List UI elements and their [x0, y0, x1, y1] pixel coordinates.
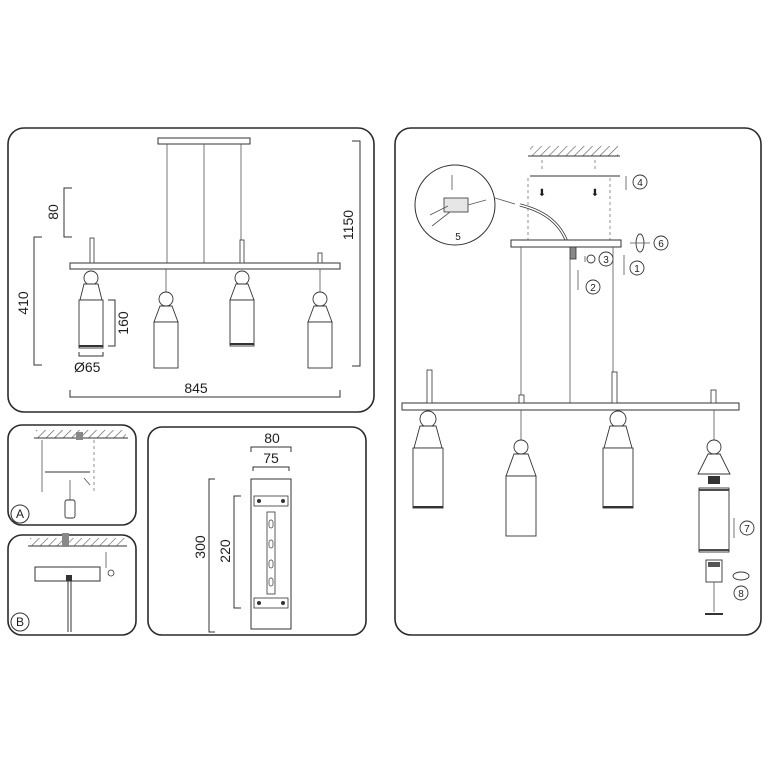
dimensions-panel: 80 410 160 Ø65 845 1150: [7, 127, 375, 413]
shade-diameter-label: Ø65: [74, 359, 101, 375]
bracket-outer-height-label: 300: [192, 535, 208, 559]
option-b-panel: B: [7, 533, 137, 636]
svg-text:6: 6: [658, 239, 664, 250]
canopy-height-label: 80: [45, 204, 61, 220]
installation-panel: ⬇ ⬇ 4 5 3 2 1 6: [394, 127, 762, 636]
detail-5-label: 5: [455, 232, 461, 243]
shade-height-label: 160: [115, 311, 131, 335]
svg-text:2: 2: [590, 283, 596, 294]
arm-height-label: 410: [15, 291, 31, 315]
bracket-inner-width-label: 75: [263, 450, 279, 466]
svg-text:3: 3: [603, 255, 609, 266]
option-b-label: B: [16, 615, 24, 629]
svg-text:1: 1: [634, 264, 640, 275]
option-a-panel: A: [7, 424, 137, 526]
bracket-outer-width-label: 80: [264, 430, 280, 446]
svg-text:4: 4: [637, 178, 643, 189]
option-a-label: A: [16, 507, 24, 521]
total-height-label: 1150: [340, 210, 356, 240]
total-width-label: 845: [184, 380, 208, 396]
svg-text:⬇: ⬇: [538, 188, 546, 199]
svg-text:7: 7: [744, 524, 750, 535]
svg-text:⬇: ⬇: [591, 188, 599, 199]
bracket-panel: 80 75 300 220: [147, 426, 367, 636]
svg-text:8: 8: [738, 589, 744, 600]
bracket-inner-height-label: 220: [217, 539, 233, 563]
